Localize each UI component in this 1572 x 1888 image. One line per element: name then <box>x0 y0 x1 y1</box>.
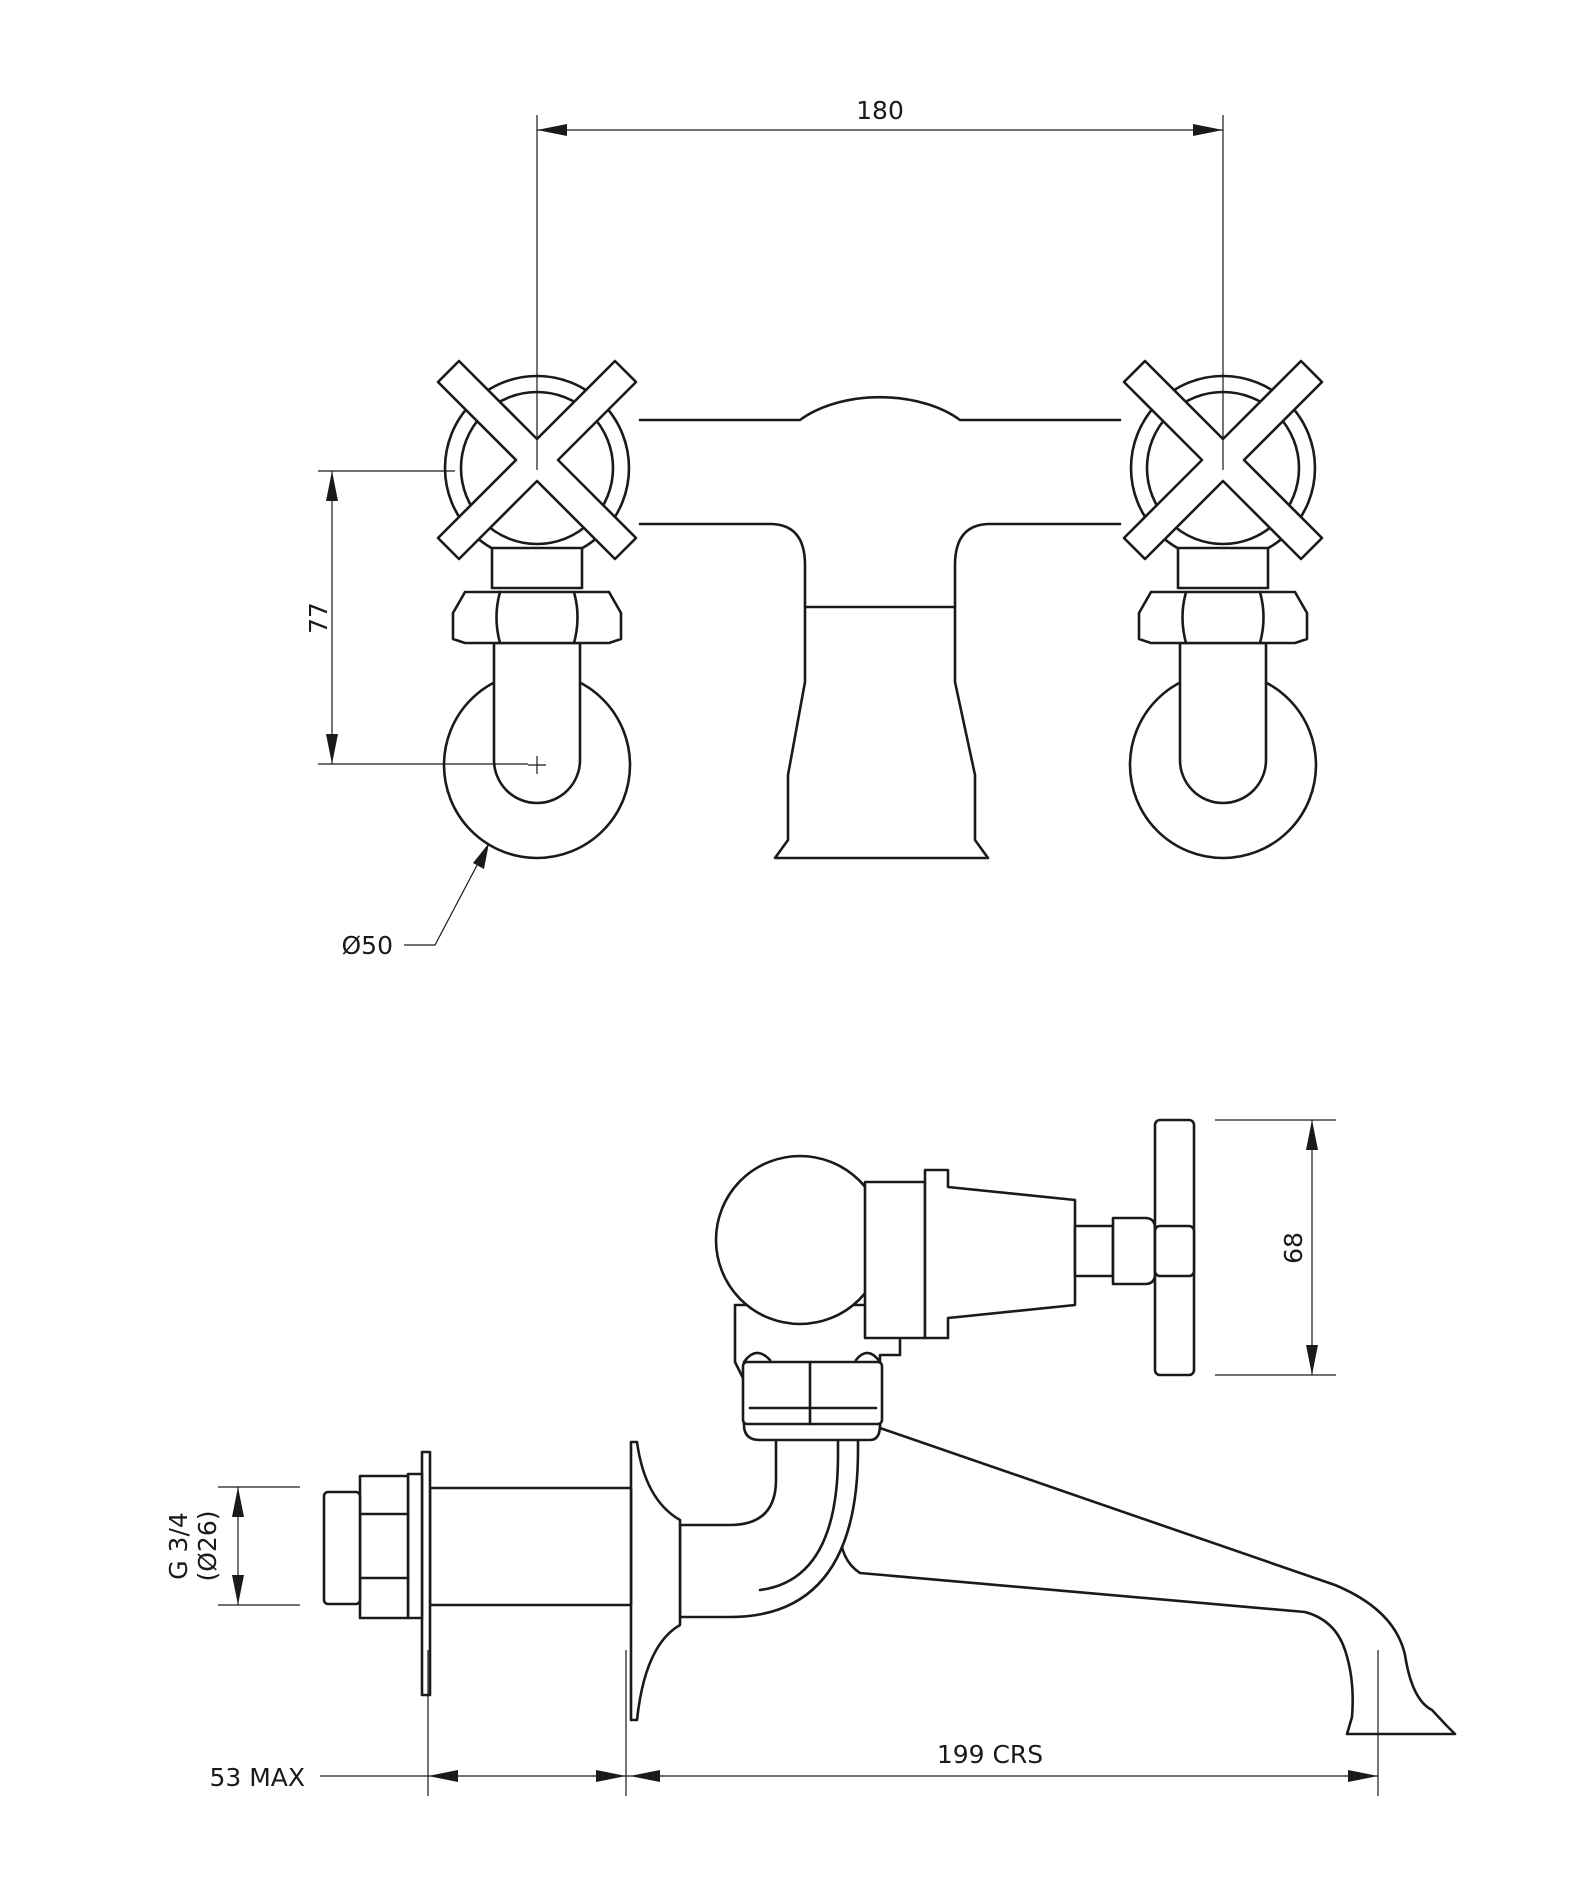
spindle <box>1073 1224 1115 1278</box>
inlet-nut <box>358 1474 410 1620</box>
body-top-rail <box>638 395 1122 422</box>
body-bottom-rail <box>638 522 1122 609</box>
dimension-53-max-label: 53 MAX <box>209 1763 305 1792</box>
right-hex-nut <box>1137 590 1309 645</box>
right-neck <box>1176 546 1270 590</box>
valve-bonnet <box>923 1168 1077 1340</box>
side-cross-handle-stub <box>1153 1224 1196 1278</box>
left-hex-nut <box>451 590 623 645</box>
side-hex-nut <box>741 1360 884 1426</box>
dimension-77: 77 <box>304 470 528 765</box>
long-spout <box>838 1396 1457 1736</box>
dimension-thread: G 3/4 (Ø26) <box>164 1486 300 1606</box>
dimension-thread-diameter-label: (Ø26) <box>193 1511 222 1582</box>
wall-flange <box>629 1440 682 1722</box>
inlet-washer <box>406 1472 424 1620</box>
dimension-180-label: 180 <box>856 96 904 125</box>
dimension-199-crs-label: 199 CRS <box>937 1740 1043 1769</box>
left-inlet-pipe <box>492 641 582 805</box>
dimension-180: 180 <box>536 96 1224 470</box>
dimension-thread-label: G 3/4 <box>164 1512 193 1580</box>
dimension-depth-centres: 53 MAX 199 CRS <box>209 1650 1379 1796</box>
dimension-68-label: 68 <box>1279 1232 1308 1264</box>
valve-body <box>863 1180 927 1340</box>
dimension-68: 68 <box>1215 1119 1336 1376</box>
dimension-diameter-50: Ø50 <box>342 843 489 960</box>
inlet-nut-facets <box>358 1512 410 1580</box>
left-hex-nut-facets <box>495 590 579 645</box>
spout-nozzle-front <box>773 605 990 860</box>
inlet-pipe <box>428 1486 633 1607</box>
side-dome <box>714 1154 886 1326</box>
side-view: 68 G 3/4 (Ø26) 53 MAX 199 CRS <box>164 1118 1457 1796</box>
right-hex-nut-facets <box>1181 590 1265 645</box>
elbow-pipe-inner <box>758 1423 840 1592</box>
elbow-pipe <box>678 1423 860 1619</box>
dimension-77-label: 77 <box>304 602 333 634</box>
spindle-collar <box>1111 1216 1157 1286</box>
inlet-thread-tail <box>322 1490 362 1606</box>
dimension-diameter-50-label: Ø50 <box>342 931 394 960</box>
left-neck <box>490 546 584 590</box>
right-inlet-pipe <box>1178 641 1268 805</box>
front-view: 180 77 Ø50 <box>304 96 1324 960</box>
